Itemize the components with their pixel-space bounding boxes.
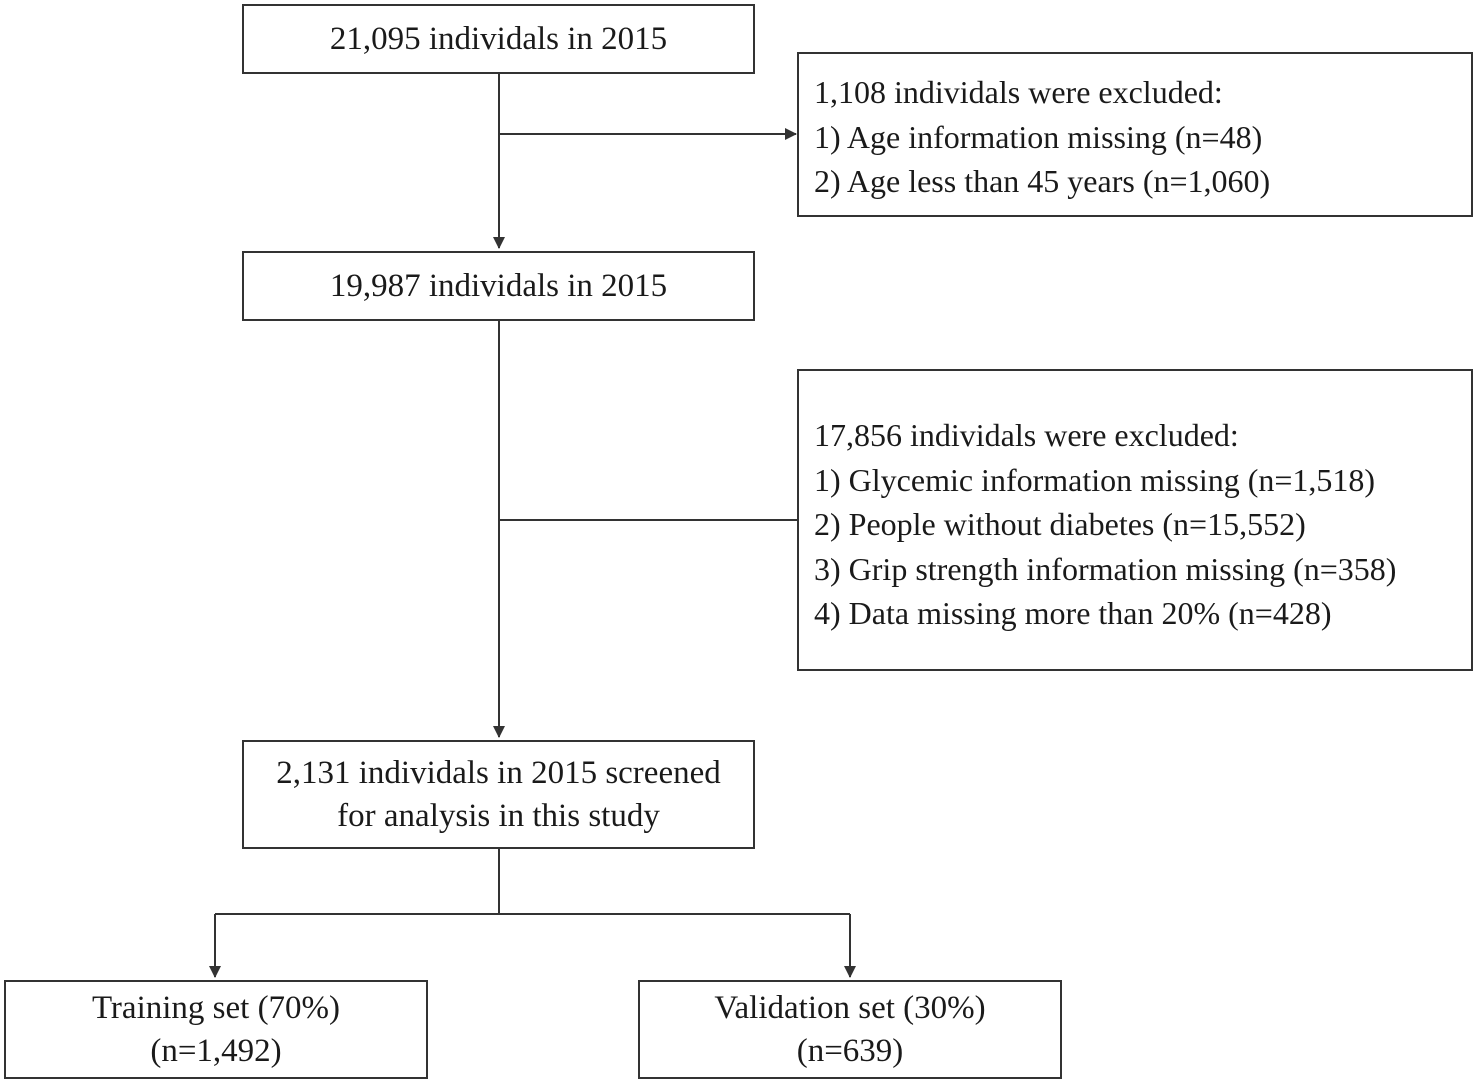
- start-box-line-1: 21,095 individals in 2015: [329, 20, 668, 57]
- validation-box-line-1: Validation set (30%): [714, 989, 986, 1026]
- validation-box: Validation set (30%) (n=639): [638, 980, 1062, 1079]
- exclusion1-box: 1,108 individals were excluded: 1) Age i…: [797, 52, 1473, 217]
- training-box: Training set (70%) (n=1,492): [4, 980, 428, 1079]
- middle-box: 19,987 individals in 2015: [242, 251, 755, 321]
- exclusion2-line-1: 17,856 individals were excluded:: [814, 417, 1239, 453]
- middle-box-line-1: 19,987 individals in 2015: [329, 267, 668, 304]
- exclusion1-line-2: 1) Age information missing (n=48): [814, 118, 1263, 155]
- exclusion1-line-1: 1,108 individals were excluded:: [814, 74, 1223, 110]
- exclusion2-line-4: 3) Grip strength information missing (n=…: [814, 550, 1397, 587]
- training-box-line-2: (n=1,492): [150, 1032, 282, 1069]
- final-box-line-2: for analysis in this study: [337, 797, 660, 834]
- exclusion2-line-2: 1) Glycemic information missing (n=1,518…: [814, 461, 1376, 498]
- exclusion2-line-5: 4) Data missing more than 20% (n=428): [814, 595, 1332, 631]
- start-box: 21,095 individals in 2015: [242, 4, 755, 74]
- validation-box-line-2: (n=639): [796, 1032, 904, 1069]
- exclusion2-box: 17,856 individals were excluded: 1) Glyc…: [797, 369, 1473, 671]
- final-box: 2,131 individals in 2015 screened for an…: [242, 740, 755, 849]
- training-box-line-1: Training set (70%): [91, 989, 341, 1026]
- exclusion2-line-3: 2) People without diabetes (n=15,552): [814, 506, 1306, 542]
- exclusion1-line-3: 2) Age less than 45 years (n=1,060): [814, 163, 1271, 199]
- final-box-line-1: 2,131 individals in 2015 screened: [276, 754, 721, 791]
